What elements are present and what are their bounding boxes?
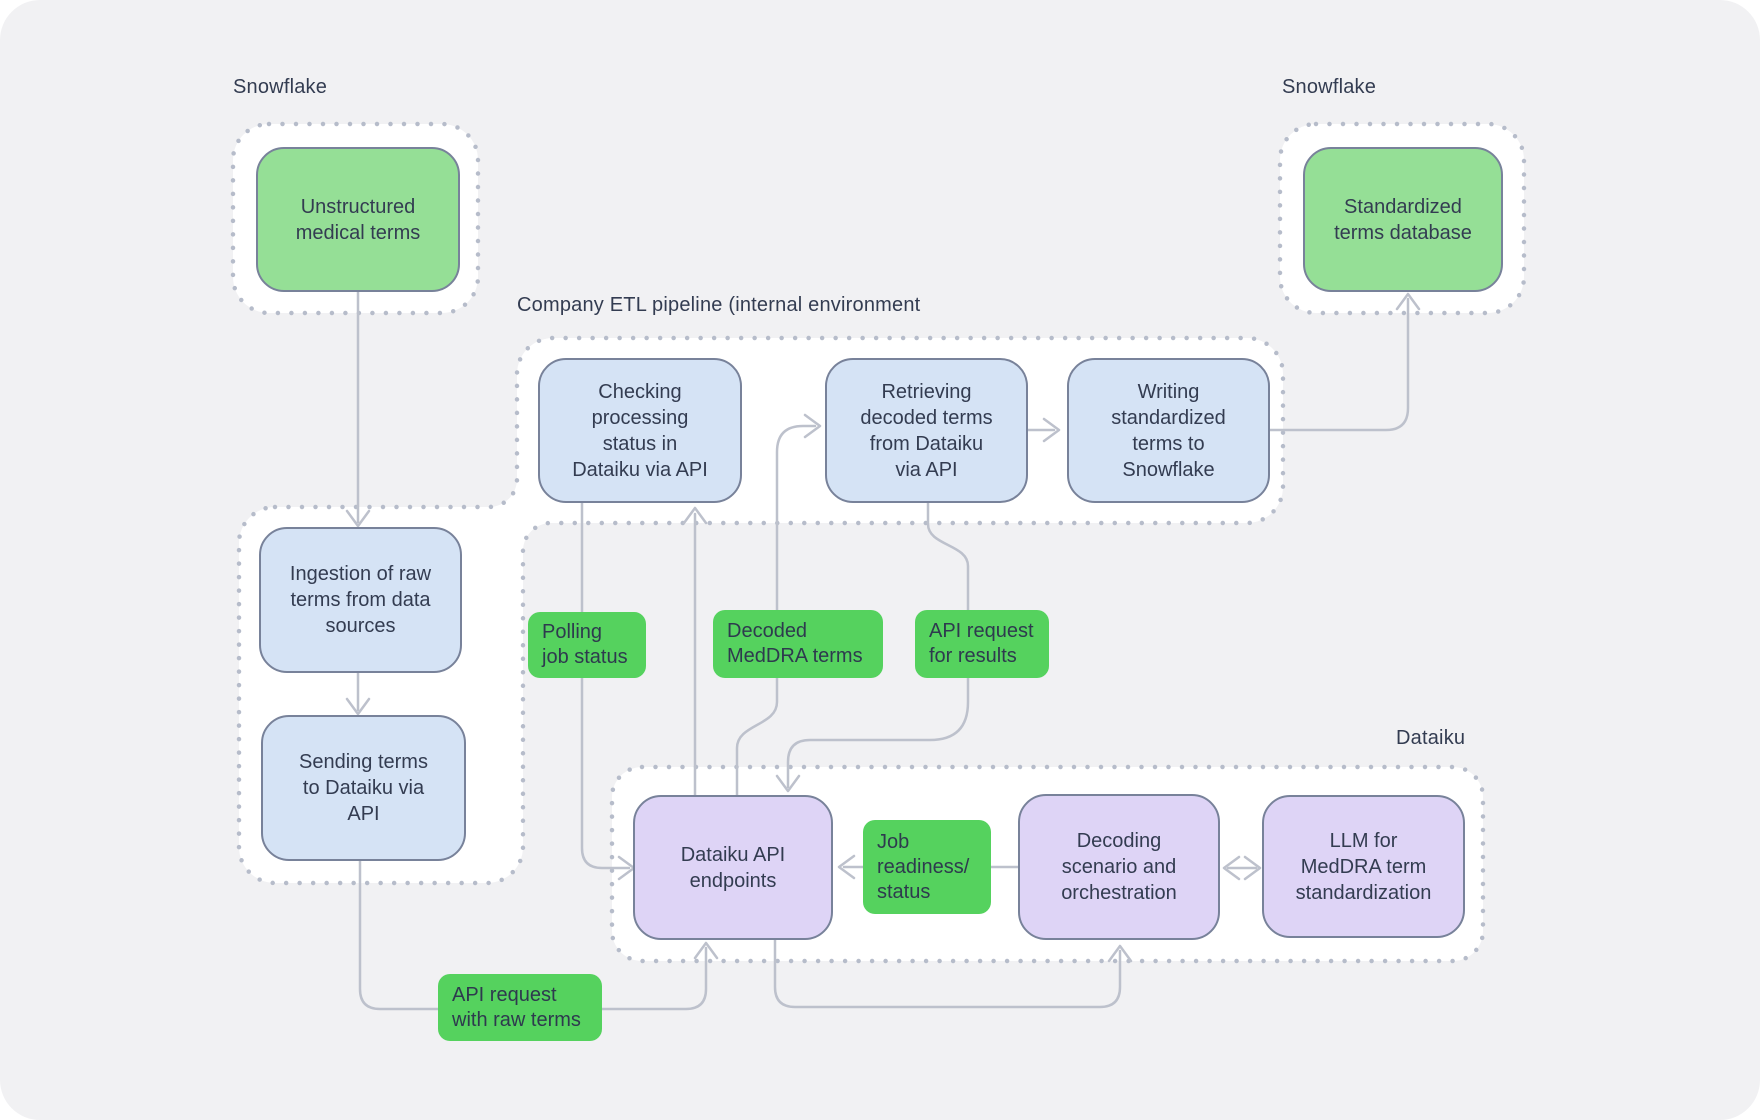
group-label-snowflake-right: Snowflake (1282, 76, 1377, 98)
edge-retrieving-to-writing (1026, 417, 1061, 443)
edge-retrieving-to-endpoints-results-request (775, 501, 970, 793)
group-label-snowflake-left: Snowflake (233, 76, 328, 98)
edge-label-api-request-for-results: API request for results (915, 610, 1049, 678)
node-ingestion-raw-terms: Ingestion of raw terms from data sources (259, 527, 462, 673)
edge-endpoints-to-decoding-loop (773, 938, 1133, 1009)
edge-label-job-readiness-status: Job readiness/ status (863, 820, 991, 914)
node-decoding-scenario-orchestration: Decoding scenario and orchestration (1018, 794, 1220, 940)
group-label-etl-pipeline: Company ETL pipeline (internal environme… (517, 294, 921, 316)
edge-ingestion-to-sending (345, 671, 371, 716)
node-llm-meddra-standardization: LLM for MedDRA term standardization (1262, 795, 1465, 938)
node-writing-standardized-terms: Writing standardized terms to Snowflake (1067, 358, 1270, 503)
group-label-dataiku: Dataiku (1396, 727, 1466, 749)
node-sending-terms-to-dataiku: Sending terms to Dataiku via API (261, 715, 466, 861)
edge-label-polling-job-status: Polling job status (528, 612, 646, 678)
edge-endpoints-to-retrieving-decoded-terms (735, 413, 822, 797)
node-dataiku-api-endpoints: Dataiku API endpoints (633, 795, 833, 940)
node-retrieving-decoded-terms: Retrieving decoded terms from Dataiku vi… (825, 358, 1028, 503)
node-checking-processing-status: Checking processing status in Dataiku vi… (538, 358, 742, 503)
edge-label-api-request-raw-terms: API request with raw terms (438, 974, 602, 1041)
edge-label-decoded-meddra-terms: Decoded MedDRA terms (713, 610, 883, 678)
node-standardized-terms-database: Standardized terms database (1303, 147, 1503, 292)
edge-endpoints-to-checking-status (682, 506, 708, 797)
edge-writing-to-standardized (1268, 292, 1421, 432)
node-unstructured-medical-terms: Unstructured medical terms (256, 147, 460, 292)
edge-unstructured-to-ingestion (345, 290, 371, 528)
edge-decoding-llm-bidirectional (1222, 855, 1262, 881)
